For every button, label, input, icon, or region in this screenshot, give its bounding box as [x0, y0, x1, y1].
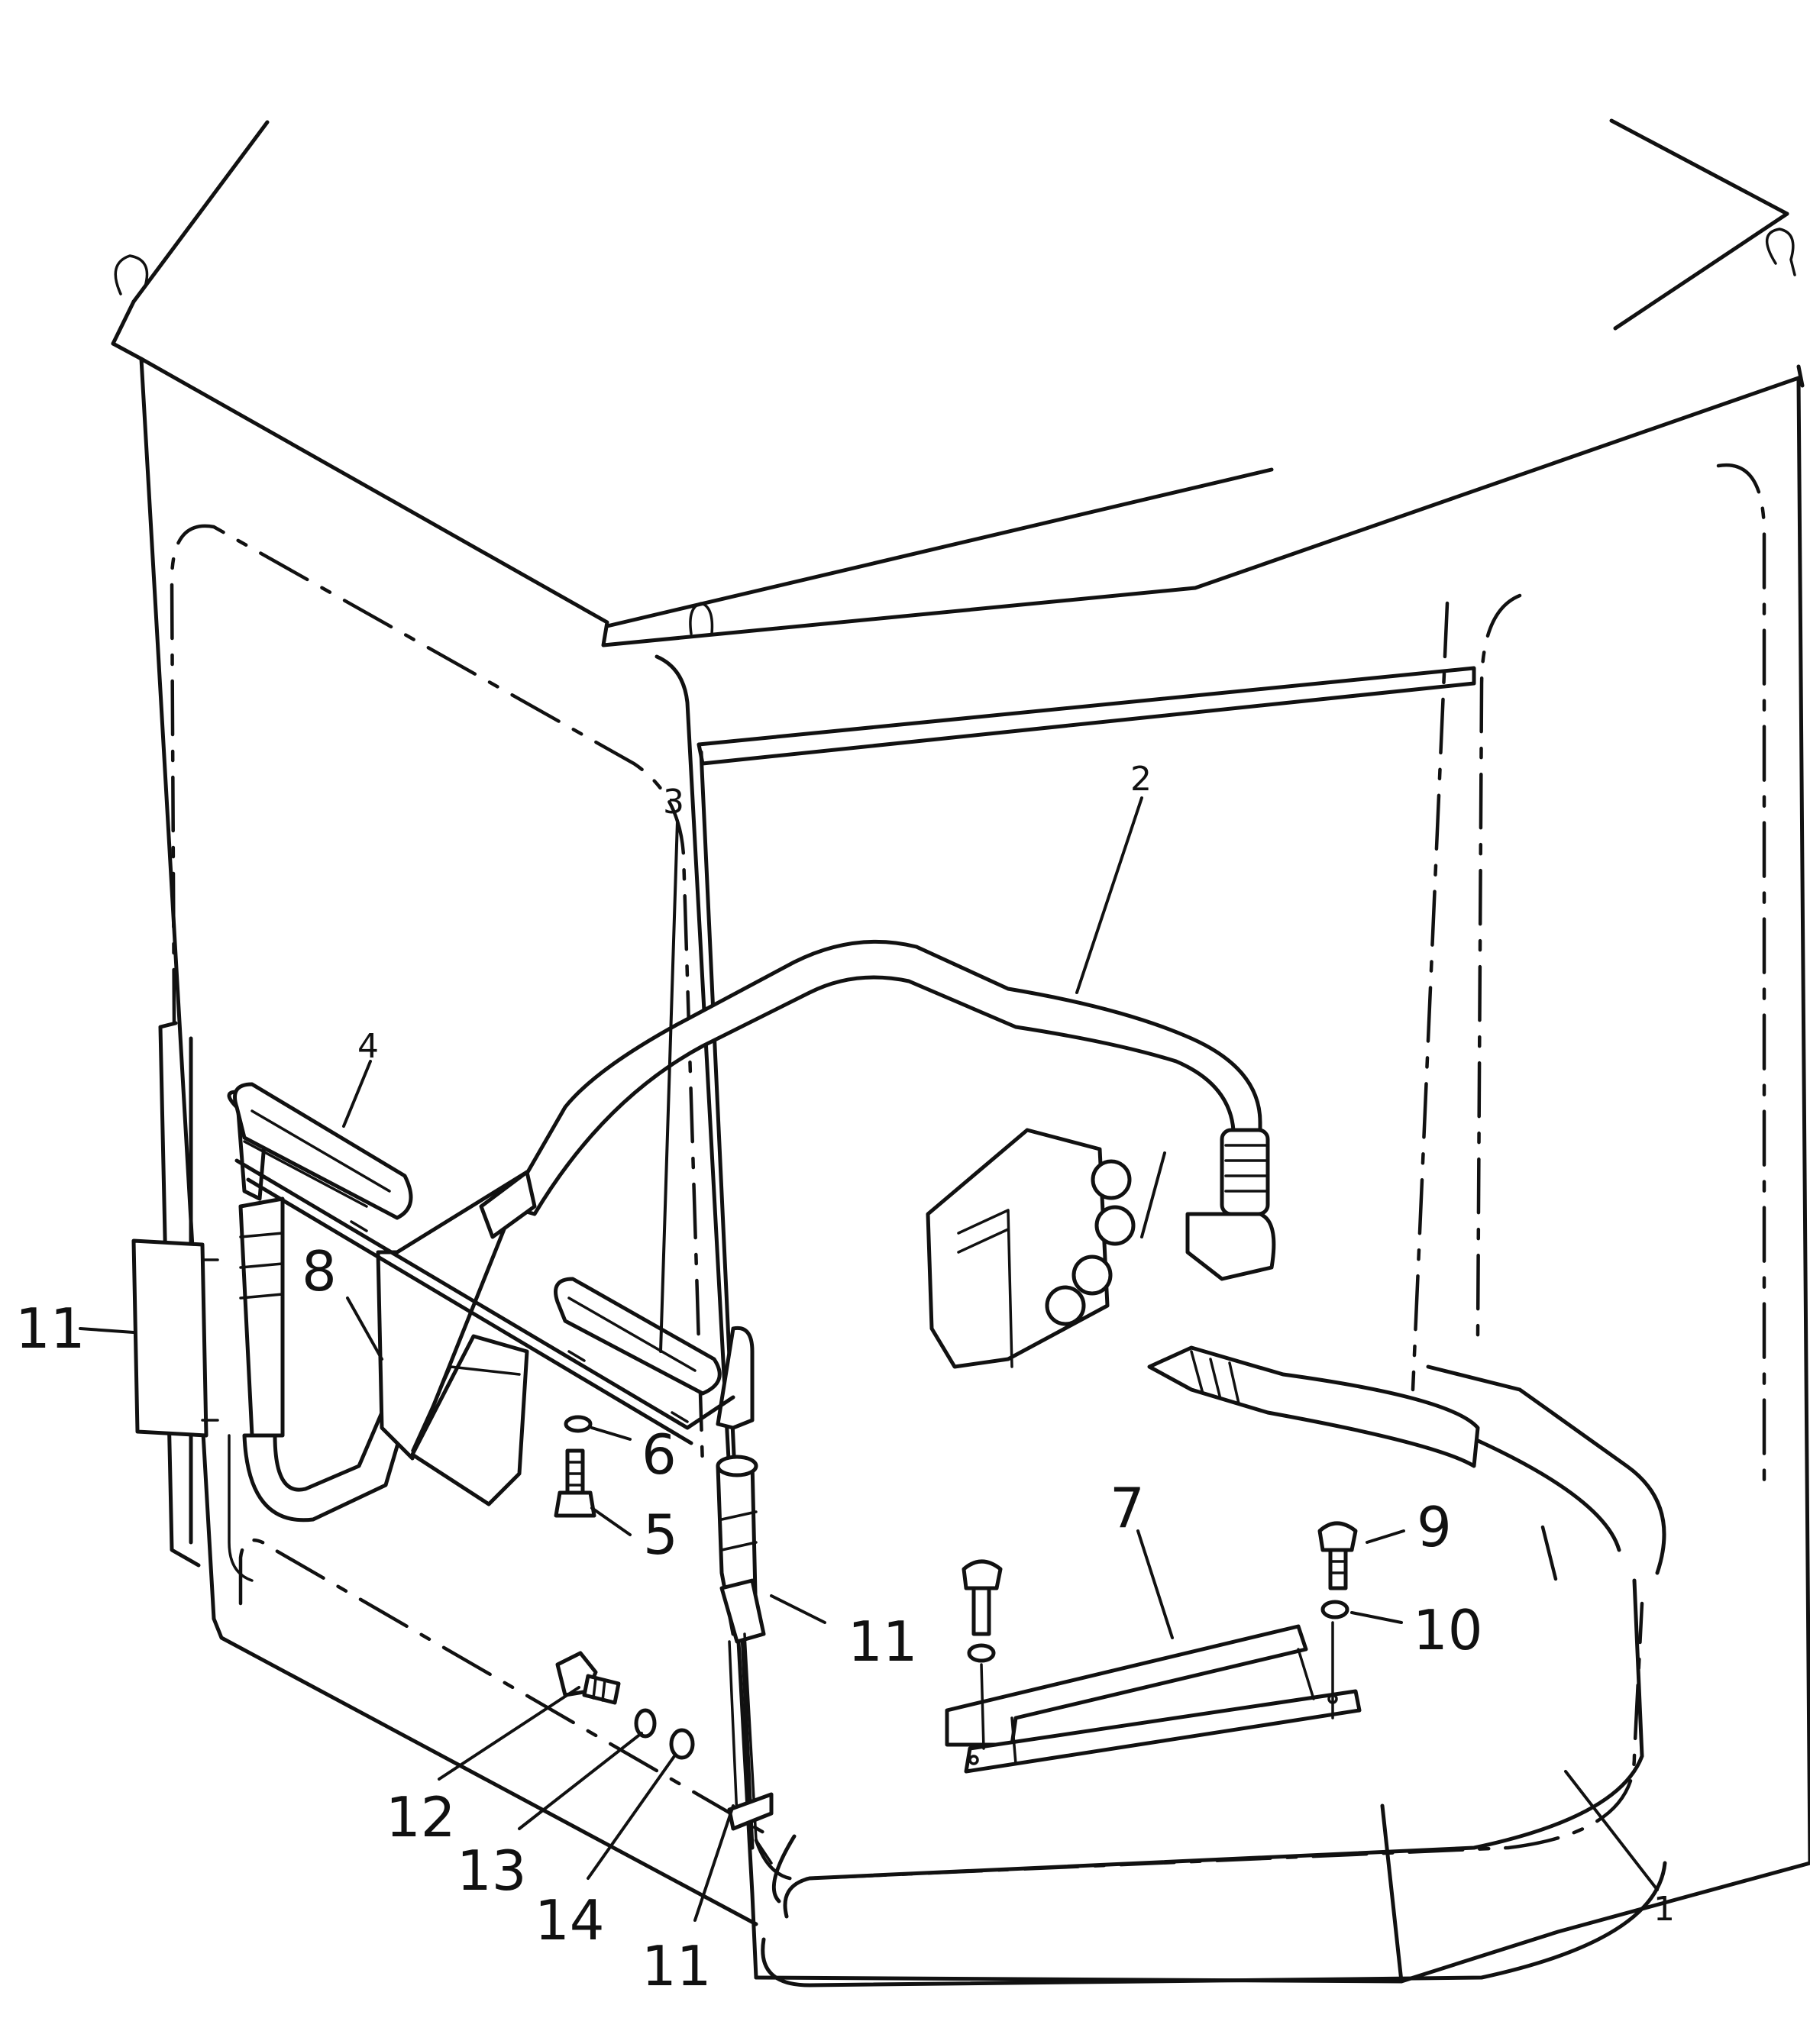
callout-2: 2 [1130, 760, 1152, 799]
callout-13: 13 [457, 1839, 527, 1903]
callout-9: 9 [1417, 1495, 1452, 1559]
lower-right-hose [1147, 1345, 1480, 1468]
callout-10: 10 [1413, 1598, 1483, 1662]
callout-6: 6 [642, 1422, 677, 1487]
callout-14: 14 [535, 1888, 605, 1952]
callout-8: 8 [302, 1239, 337, 1303]
leader-lines [79, 796, 1659, 1922]
washer-part-10 [1320, 1600, 1349, 1719]
washer-part-6 [564, 1415, 593, 1433]
center-hose [716, 1455, 774, 1865]
duct-part-8 [376, 1170, 537, 1506]
bracket-part-11-left [131, 1238, 219, 1438]
bolt-part-12 [555, 1651, 621, 1705]
callout-4: 4 [357, 1027, 379, 1066]
callout-7: 7 [1110, 1476, 1145, 1540]
grab-rail [234, 1158, 735, 1445]
bracket-part-7 [945, 1624, 1362, 1774]
bolt-part-9 [1317, 1521, 1358, 1590]
bolt-part-5 [554, 1448, 596, 1518]
valve-block [926, 1128, 1136, 1369]
hose-part-2 [506, 939, 1276, 1281]
washer-part-14 [669, 1728, 695, 1760]
washer-part-13 [634, 1708, 657, 1739]
callout-11-left: 11 [15, 1296, 86, 1361]
callout-11-center: 11 [848, 1610, 918, 1674]
callout-3: 3 [663, 783, 684, 822]
callout-11-bottom: 11 [642, 1934, 712, 1998]
handle-part-4 [233, 1082, 413, 1220]
callouts: 1 2 3 4 5 6 7 8 9 10 11 11 11 12 13 14 [15, 760, 1675, 1998]
window-outlines [170, 463, 1766, 1881]
cab-body [111, 118, 1810, 1984]
bolt-bracket-7 [962, 1559, 1003, 1750]
callout-12: 12 [386, 1785, 456, 1849]
floor-frame-part-1 [761, 1364, 1667, 1987]
callout-5: 5 [643, 1503, 678, 1567]
callout-1: 1 [1653, 1890, 1675, 1929]
